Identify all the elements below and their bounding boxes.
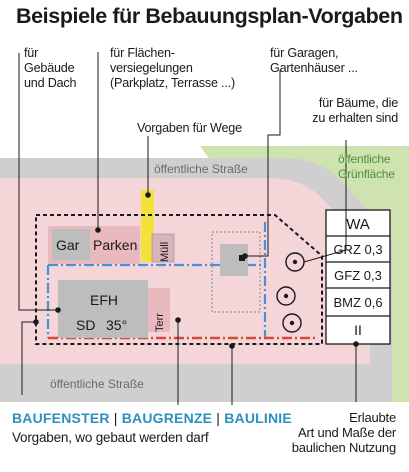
street-label-upper: öffentliche Straße	[154, 162, 248, 176]
usage-table	[325, 209, 391, 345]
legend-separator: |	[113, 410, 118, 426]
label-usage: Erlaubte Art und Maße der baulichen Nutz…	[291, 410, 396, 455]
label-gar: Gar	[56, 237, 80, 253]
table-row-3: GFZ 0,3	[334, 268, 382, 283]
legend-line: BAUFENSTER | BAUGRENZE | BAULINIE	[12, 410, 292, 426]
label-trees: für Bäume, die zu erhalten sind	[312, 96, 398, 125]
waste-block	[151, 233, 175, 263]
tree-symbol	[276, 286, 296, 306]
house-block	[58, 280, 148, 338]
table-row-1: WA	[346, 216, 370, 233]
label-paths: Vorgaben für Wege	[137, 121, 242, 135]
street-label-lower: öffentliche Straße	[50, 377, 144, 391]
legend-subtitle: Vorgaben, wo gebaut werden darf	[12, 430, 209, 445]
label-terr: Terr	[154, 313, 166, 332]
gardenhouse-dot	[239, 255, 245, 261]
table-row-5: II	[354, 322, 362, 338]
gardenhouse-zone	[211, 231, 261, 313]
label-surfaces: für Flächen- versiegelungen (Parkplatz, …	[110, 46, 235, 90]
legend-baugrenze: BAUGRENZE	[121, 410, 213, 426]
label-sd: SD	[76, 317, 95, 333]
label-efh: EFH	[90, 292, 118, 308]
label-muell: Müll	[159, 242, 171, 262]
label-buildings: für Gebäude und Dach	[24, 46, 77, 90]
label-garages: für Garagen, Gartenhäuser ...	[270, 46, 358, 75]
label-angle: 35°	[106, 317, 127, 333]
table-row-2: GRZ 0,3	[333, 242, 382, 257]
garage-block	[52, 229, 90, 260]
legend-separator: |	[216, 410, 221, 426]
tree-symbol	[282, 313, 302, 333]
leader-lines	[18, 52, 357, 405]
label-parken: Parken	[93, 237, 137, 253]
page-title: Beispiele für Bebauungsplan-Vorgaben	[16, 4, 403, 28]
street-lower	[0, 364, 385, 402]
table-row-4: BMZ 0,6	[333, 295, 382, 310]
legend-baulinie: BAULINIE	[224, 410, 292, 426]
terrace-block	[148, 288, 170, 332]
path-strip	[141, 190, 154, 262]
legend-baufenster: BAUFENSTER	[12, 410, 110, 426]
label-green-space: öffentliche Grünfläche	[338, 152, 395, 181]
